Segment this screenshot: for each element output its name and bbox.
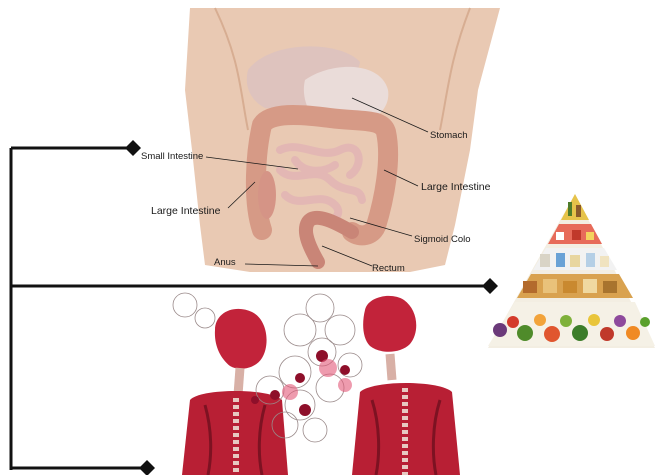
label-stomach: Stomach (430, 131, 468, 141)
right-figure-head (363, 296, 416, 352)
diamond-icon (125, 140, 141, 156)
respiratory-system-illustration (173, 293, 460, 475)
diamond-icon (482, 278, 498, 294)
label-sigmoid-colon: Sigmoid Colo (414, 235, 471, 245)
label-large-intestine-left: Large Intestine (151, 206, 220, 217)
left-figure-head (215, 309, 267, 369)
label-small-intestine: Small Intestine (141, 152, 203, 162)
label-rectum: Rectum (372, 264, 405, 274)
label-large-intestine-right: Large Intestine (421, 182, 490, 193)
food-pyramid-icon (488, 194, 655, 348)
diamond-icon (139, 460, 155, 475)
label-anus: Anus (214, 258, 236, 268)
